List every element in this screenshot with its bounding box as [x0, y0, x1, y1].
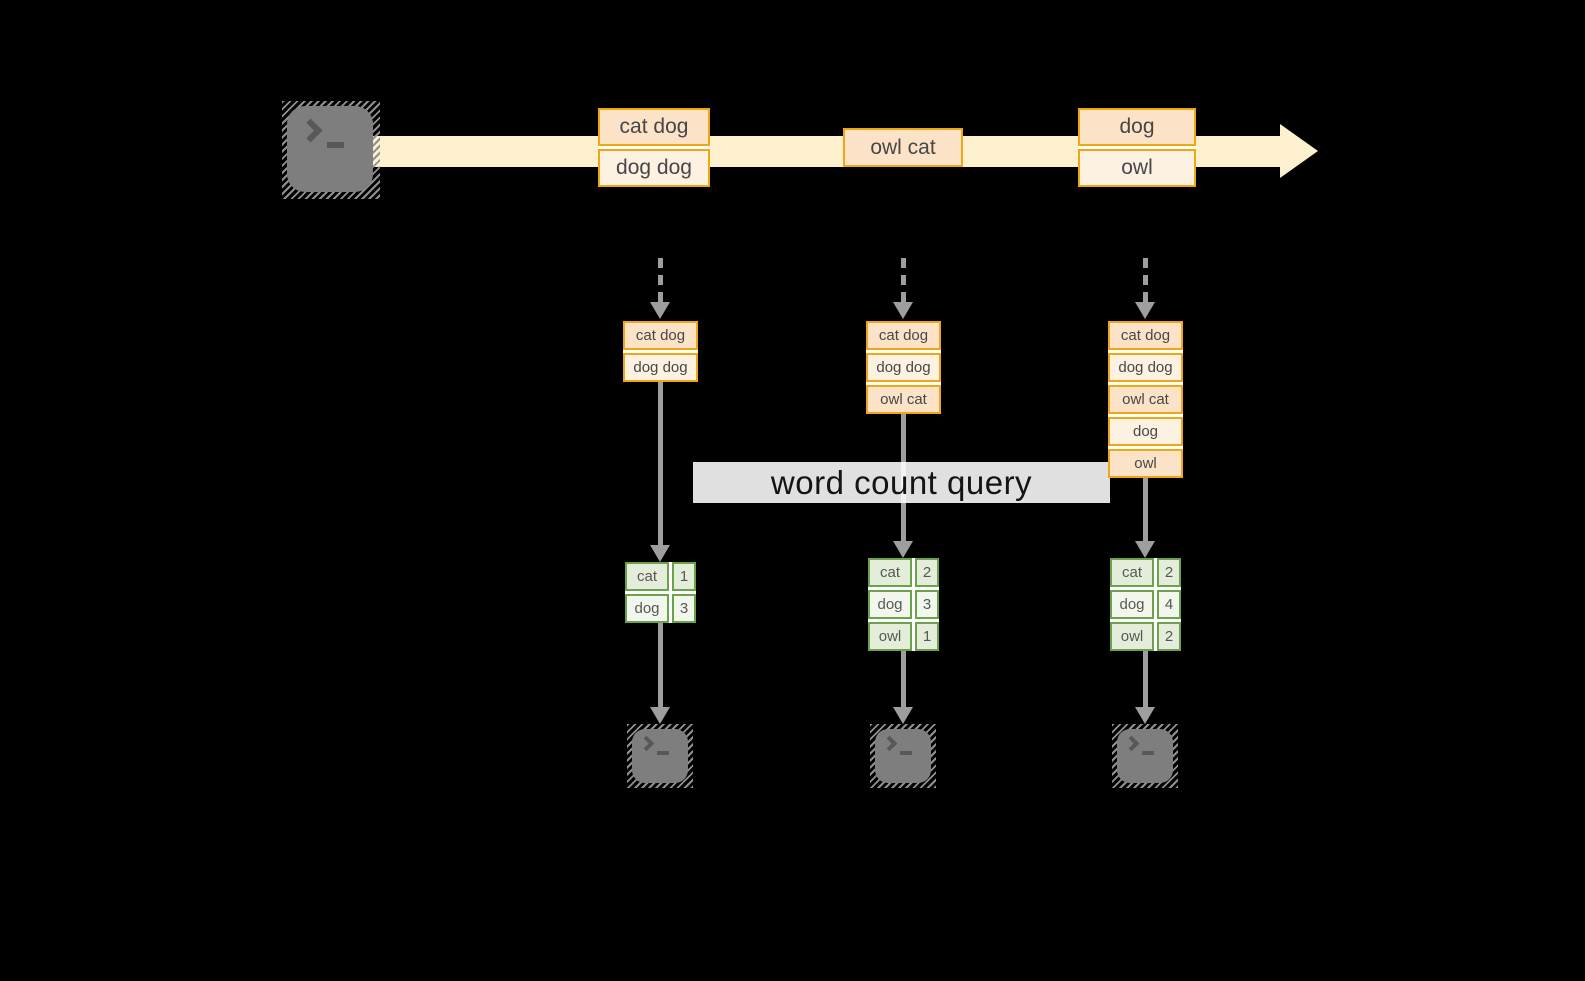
count-word-cell: dog — [868, 590, 912, 619]
stream-record: owl — [1078, 149, 1196, 187]
count-word-cell: cat — [1110, 558, 1154, 587]
window-row: dog dog — [623, 353, 698, 382]
window-row: dog dog — [866, 353, 941, 382]
count-value-cell: 1 — [672, 562, 696, 591]
stream-batch-2: owl cat — [843, 128, 963, 167]
count-word-cell: owl — [1110, 622, 1154, 651]
counts-to-sink-arrow-1 — [650, 623, 670, 724]
count-word-cell: dog — [1110, 590, 1154, 619]
arrow-head-icon — [650, 707, 670, 724]
window-row: cat dog — [623, 321, 698, 350]
stream-batch-1: cat dog dog dog — [598, 108, 710, 187]
cursor-underscore-icon — [657, 751, 669, 755]
count-value-cell: 4 — [1157, 590, 1181, 619]
terminal-source-icon — [282, 101, 380, 199]
terminal-screen — [875, 729, 931, 783]
window-row: dog — [1108, 417, 1183, 446]
window-row: dog dog — [1108, 353, 1183, 382]
prompt-icon — [1123, 735, 1154, 755]
stream-arrow-head — [1280, 124, 1318, 178]
terminal-screen — [632, 729, 688, 783]
arrow-head-icon — [650, 545, 670, 562]
count-value-cell: 2 — [1157, 622, 1181, 651]
count-value-cell: 2 — [915, 558, 939, 587]
stream-to-window-arrow-1 — [650, 258, 670, 319]
count-value-cell: 3 — [672, 594, 696, 623]
chevron-right-icon — [881, 735, 898, 752]
cursor-underscore-icon — [327, 142, 344, 148]
count-value-cell: 2 — [1157, 558, 1181, 587]
terminal-sink-icon-3 — [1112, 724, 1178, 788]
chevron-right-icon — [638, 735, 655, 752]
count-word-cell: owl — [868, 622, 912, 651]
stream-record: dog dog — [598, 149, 710, 187]
count-table-3: cat 2 dog 4 owl 2 — [1110, 558, 1181, 651]
count-word-cell: cat — [625, 562, 669, 591]
terminal-screen — [287, 106, 373, 192]
window-row: owl — [1108, 449, 1183, 478]
count-word-cell: cat — [868, 558, 912, 587]
count-table-1: cat 1 dog 3 — [625, 562, 696, 623]
window-stack-1: cat dog dog dog — [623, 321, 698, 382]
window-row: owl cat — [1108, 385, 1183, 414]
chevron-right-icon — [298, 118, 323, 143]
arrow-head-icon — [893, 707, 913, 724]
count-value-cell: 1 — [915, 622, 939, 651]
chevron-right-icon — [1123, 735, 1140, 752]
stream-to-window-arrow-2 — [893, 258, 913, 319]
count-word-cell: dog — [625, 594, 669, 623]
prompt-icon — [298, 118, 344, 148]
arrow-head-icon — [893, 541, 913, 558]
window-row: owl cat — [866, 385, 941, 414]
window-to-counts-arrow-1 — [650, 382, 670, 562]
counts-to-sink-arrow-3 — [1135, 651, 1155, 724]
window-row: cat dog — [1108, 321, 1183, 350]
stream-record: dog — [1078, 108, 1196, 146]
window-to-counts-arrow-3 — [1135, 478, 1155, 558]
arrow-head-icon — [1135, 541, 1155, 558]
window-stack-3: cat dog dog dog owl cat dog owl — [1108, 321, 1183, 478]
counts-to-sink-arrow-2 — [893, 651, 913, 724]
stream-batch-3: dog owl — [1078, 108, 1196, 187]
arrow-head-icon — [1135, 302, 1155, 319]
stream-record: owl cat — [843, 128, 963, 167]
terminal-screen — [1117, 729, 1173, 783]
count-table-2: cat 2 dog 3 owl 1 — [868, 558, 939, 651]
window-row: cat dog — [866, 321, 941, 350]
prompt-icon — [881, 735, 912, 755]
arrow-head-icon — [650, 302, 670, 319]
stream-record: cat dog — [598, 108, 710, 146]
prompt-icon — [638, 735, 669, 755]
terminal-sink-icon-1 — [627, 724, 693, 788]
terminal-sink-icon-2 — [870, 724, 936, 788]
count-value-cell: 3 — [915, 590, 939, 619]
window-stack-2: cat dog dog dog owl cat — [866, 321, 941, 414]
cursor-underscore-icon — [1142, 751, 1154, 755]
cursor-underscore-icon — [900, 751, 912, 755]
stream-to-window-arrow-3 — [1135, 258, 1155, 319]
arrow-head-icon — [893, 302, 913, 319]
arrow-head-icon — [1135, 707, 1155, 724]
query-label: word count query — [693, 462, 1110, 503]
